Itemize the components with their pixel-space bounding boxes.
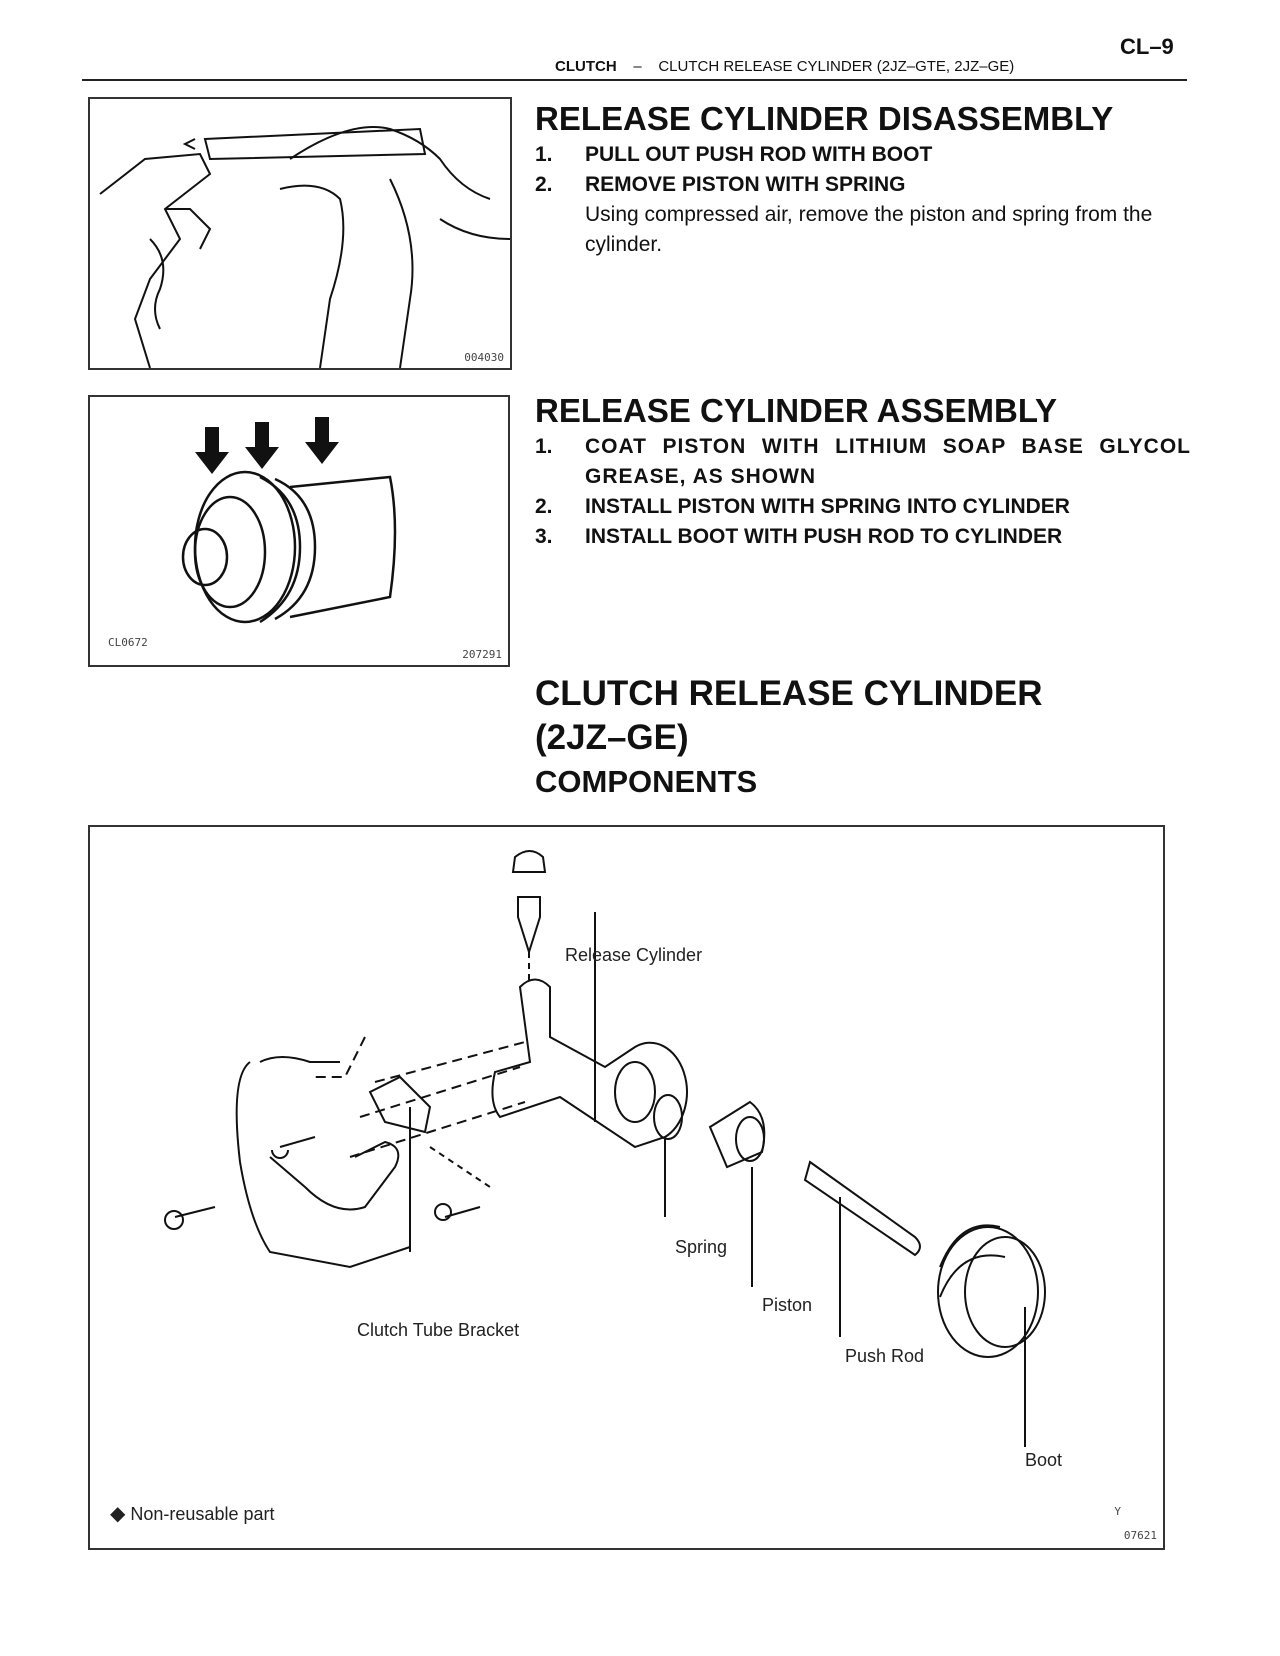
components-heading: CLUTCH RELEASE CYLINDER (2JZ–GE) COMPONE… [535,672,1043,804]
label-push-rod: Push Rod [845,1346,925,1366]
step-text: INSTALL BOOT WITH PUSH ROD TO CYLINDER [585,525,1063,548]
step-text: REMOVE PISTON WITH SPRING [585,173,906,196]
label-piston: Piston [762,1295,813,1315]
step-item: 2. REMOVE PISTON WITH SPRING [535,170,1195,200]
step-number: 2. [535,495,553,518]
figure-code-left: CL0672 [108,636,148,649]
legend-text: Non-reusable part [130,1504,275,1524]
step-item: 2. INSTALL PISTON WITH SPRING INTO CYLIND… [535,492,1191,522]
section-title: RELEASE CYLINDER DISASSEMBLY [535,100,1114,137]
step-number: 2. [535,173,553,196]
step-item: 3. INSTALL BOOT WITH PUSH ROD TO CYLINDER [535,522,1191,552]
label-release-cylinder: Release Cylinder [565,945,703,965]
figure-code: 07621 [1123,1529,1157,1542]
components-title-line2: (2JZ–GE) [535,718,689,757]
figure-piston-grease: CL0672 207291 [88,395,510,667]
step-number: 3. [535,525,553,548]
step-item: 1. COAT PISTON WITH LITHIUM SOAP BASE GLY… [535,432,1191,492]
diamond-icon: ◆ [110,1503,126,1525]
exploded-view-illustration [164,850,1046,1447]
piston-illustration [181,417,397,624]
figure-mark: Y [1114,1505,1121,1518]
figure-code-right: 207291 [462,648,502,661]
disassembly-section: RELEASE CYLINDER DISASSEMBLY 1. PULL OUT … [535,100,1195,260]
step-detail: Using compressed air, remove the piston … [585,203,1153,256]
figure-compressed-air-removal: 004030 [88,97,512,370]
legend: ◆ Non-reusable part [110,1501,275,1526]
step-text: PULL OUT PUSH ROD WITH BOOT [585,143,933,166]
label-spring: Spring [675,1237,728,1257]
step-text: COAT PISTON WITH LITHIUM SOAP BASE GLYCO… [585,435,1191,488]
hand-air-gun-illustration [99,126,510,368]
figure-code: 004030 [464,351,504,364]
arrow-icons [195,417,339,474]
label-boot: Boot [1025,1450,1063,1470]
running-header: CLUTCH – CLUTCH RELEASE CYLINDER (2JZ–GT… [555,58,1014,75]
components-subtitle: COMPONENTS [535,764,758,799]
components-title-line1: CLUTCH RELEASE CYLINDER [535,674,1043,713]
step-number: 1. [535,143,553,166]
page-number: CL–9 [1120,34,1174,59]
step-item: 1. PULL OUT PUSH ROD WITH BOOT [535,140,1195,170]
label-clutch-tube-bracket: Clutch Tube Bracket [357,1320,520,1340]
step-text: INSTALL PISTON WITH SPRING INTO CYLINDER [585,495,1070,518]
header-section: CLUTCH [555,58,617,75]
section-title: RELEASE CYLINDER ASSEMBLY [535,392,1057,429]
header-separator: – [633,58,642,75]
header-rule [82,79,1187,81]
figure-components: Release Cylinder Spring Piston Push Rod … [88,825,1165,1550]
assembly-section: RELEASE CYLINDER ASSEMBLY 1. COAT PISTON … [535,392,1191,552]
step-number: 1. [535,435,553,458]
header-subsection: CLUTCH RELEASE CYLINDER (2JZ–GTE, 2JZ–GE… [658,58,1015,75]
